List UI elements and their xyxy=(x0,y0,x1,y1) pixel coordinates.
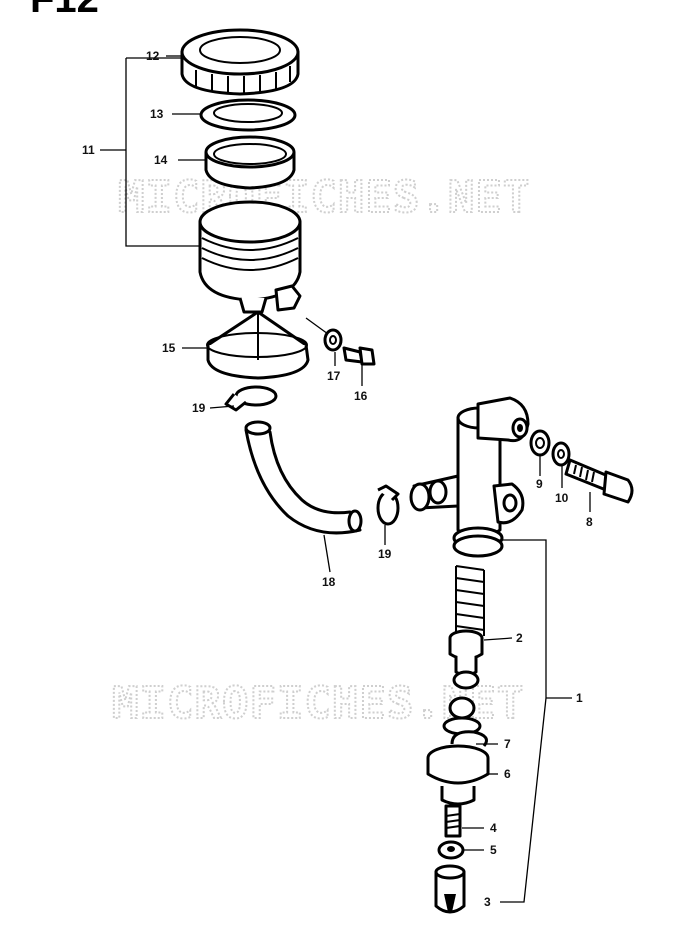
reservoir-cap xyxy=(180,28,300,96)
nut-5 xyxy=(437,840,465,860)
reservoir-diaphragm xyxy=(204,135,296,190)
circlip-7 xyxy=(450,730,488,747)
boot-6 xyxy=(426,744,490,806)
callout-1: 1 xyxy=(576,691,583,705)
callout-5: 5 xyxy=(490,843,497,857)
washer-9 xyxy=(529,429,551,457)
callout-17: 17 xyxy=(327,369,341,383)
callout-2: 2 xyxy=(516,631,523,645)
callout-9: 9 xyxy=(536,477,543,491)
joint-3 xyxy=(434,864,466,914)
watermark-top: MICROFICHES.NET xyxy=(118,172,530,223)
callout-3: 3 xyxy=(484,895,491,909)
callout-7: 7 xyxy=(504,737,511,751)
washer-10 xyxy=(551,441,571,467)
hose-clamp-lower xyxy=(376,484,400,526)
piston-2 xyxy=(448,629,484,690)
reservoir-bracket xyxy=(206,310,310,380)
callout-19-upper: 19 xyxy=(192,401,206,415)
spring xyxy=(455,565,485,636)
bolt-16 xyxy=(342,346,376,366)
callout-16: 16 xyxy=(354,389,368,403)
hose-clamp-upper xyxy=(224,385,278,412)
callout-12: 12 xyxy=(146,49,160,63)
callouts: 12 13 11 14 15 17 16 19 19 18 9 10 8 2 1… xyxy=(82,49,593,909)
callout-14: 14 xyxy=(154,153,168,167)
callout-11: 11 xyxy=(82,143,95,157)
pushrod-4 xyxy=(444,804,462,838)
hose xyxy=(244,420,363,535)
callout-10: 10 xyxy=(555,491,569,505)
callout-13: 13 xyxy=(150,107,164,121)
reservoir-plate xyxy=(199,98,297,132)
bolt-8 xyxy=(564,458,634,504)
reservoir-body xyxy=(198,200,302,314)
callout-8: 8 xyxy=(586,515,593,529)
callout-6: 6 xyxy=(504,767,511,781)
callout-15: 15 xyxy=(162,341,176,355)
callout-19-lower: 19 xyxy=(378,547,392,561)
callout-18: 18 xyxy=(322,575,336,589)
master-cylinder-body xyxy=(409,396,530,558)
washer-17 xyxy=(323,328,343,352)
callout-4: 4 xyxy=(490,821,497,835)
page-id: F12 xyxy=(30,0,99,21)
leader-lines xyxy=(100,55,591,903)
